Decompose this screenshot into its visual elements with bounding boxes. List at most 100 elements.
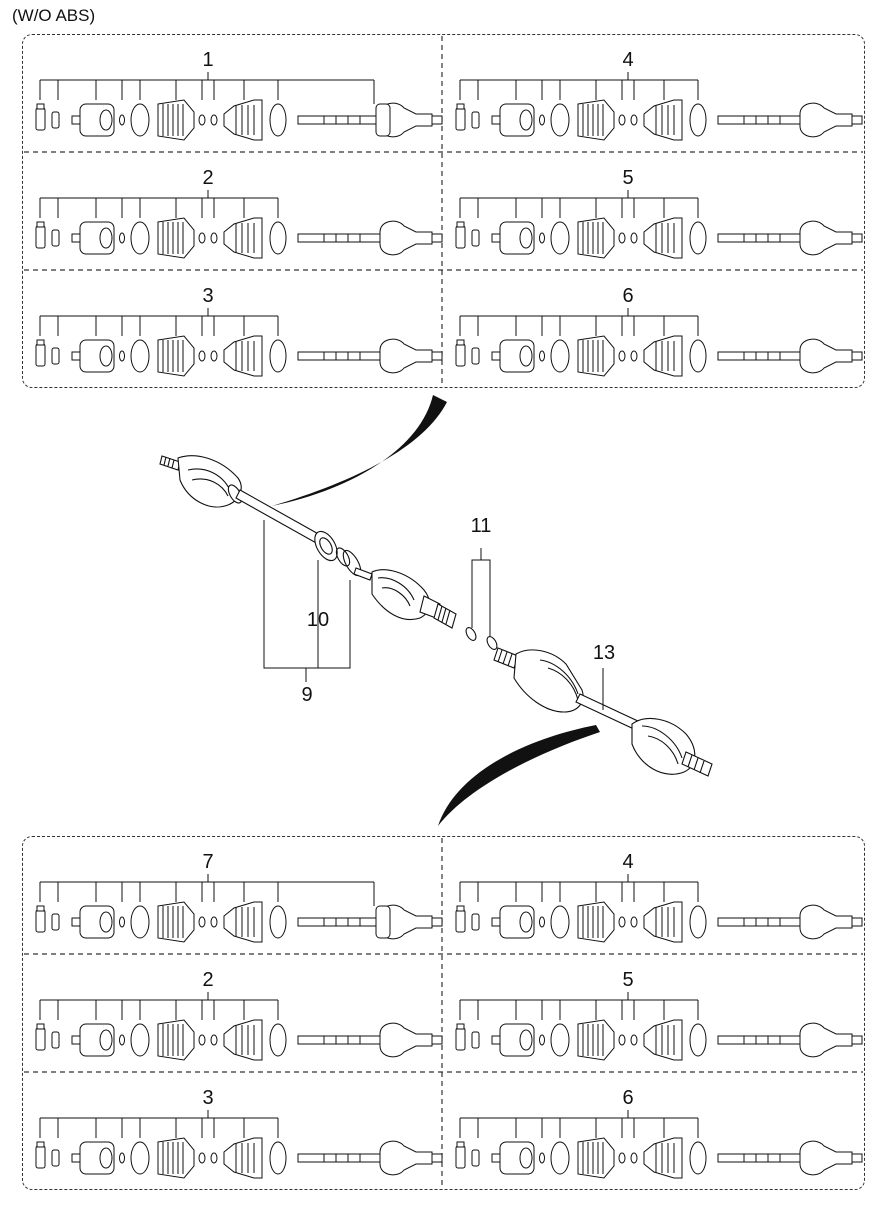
outer-cv-joint <box>799 1022 853 1058</box>
lower-shaft-13 <box>575 693 641 731</box>
end-cap-top <box>456 905 465 912</box>
pin <box>471 1149 480 1167</box>
axle-shaft <box>717 917 801 927</box>
small-ring <box>119 916 125 928</box>
outer-boot <box>643 901 683 943</box>
end-cap-top <box>36 1023 45 1030</box>
outer-boot <box>643 1137 683 1179</box>
boot <box>157 217 195 259</box>
outer-ring <box>689 905 707 939</box>
outer-boot <box>223 99 263 141</box>
variant-note: (W/O ABS) <box>12 6 96 25</box>
seal-ring <box>550 1141 570 1175</box>
bottom-panel-cell-3-ref: 2 <box>202 969 214 991</box>
axle-shaft <box>297 115 381 125</box>
outer-ring <box>269 103 287 137</box>
clamp <box>618 916 626 928</box>
outer-boot <box>643 335 683 377</box>
end-cap-top <box>456 103 465 110</box>
outer-ring <box>689 103 707 137</box>
stub-axle <box>431 351 443 361</box>
axle-shaft <box>297 1035 381 1045</box>
clamp <box>630 114 638 126</box>
outer-boot <box>223 217 263 259</box>
stub-axle <box>431 1035 443 1045</box>
boot <box>157 99 195 141</box>
axle-shaft <box>717 1153 801 1163</box>
housing-bore <box>519 911 533 933</box>
outer-boot <box>223 901 263 943</box>
axle-shaft <box>717 233 801 243</box>
stub-axle <box>851 351 863 361</box>
pin <box>51 1149 60 1167</box>
small-ring <box>119 1034 125 1046</box>
boot <box>157 1137 195 1179</box>
outer-cv-joint <box>799 220 853 256</box>
clamp <box>618 232 626 244</box>
stub <box>71 917 81 927</box>
flange <box>375 103 391 137</box>
pin <box>51 111 60 129</box>
housing-bore <box>99 227 113 249</box>
boot <box>157 1019 195 1061</box>
end-cap <box>35 107 46 131</box>
upper-link-arrow <box>272 395 447 506</box>
stub-axle <box>851 1153 863 1163</box>
boot <box>577 99 615 141</box>
clamp <box>618 114 626 126</box>
housing-bore <box>99 1029 113 1051</box>
bottom-panel-cell-4 <box>455 992 863 1061</box>
bottom-panel-cell-5-ref: 3 <box>202 1087 214 1109</box>
outer-cv-joint <box>379 338 433 374</box>
clamp <box>198 1034 206 1046</box>
end-cap <box>455 909 466 933</box>
stub <box>71 1153 81 1163</box>
end-cap-top <box>456 339 465 346</box>
top-panel-cell-1-ref: 1 <box>202 49 214 71</box>
clamp <box>630 1034 638 1046</box>
pin <box>471 1031 480 1049</box>
clamp <box>198 114 206 126</box>
outer-boot <box>223 1137 263 1179</box>
pin <box>51 913 60 931</box>
clamp <box>618 350 626 362</box>
end-cap <box>35 1145 46 1169</box>
housing-bore <box>99 911 113 933</box>
stub <box>71 1035 81 1045</box>
axle-shaft <box>297 233 381 243</box>
upper-shaft <box>235 489 323 545</box>
housing-bore <box>99 1147 113 1169</box>
axle-shaft <box>717 351 801 361</box>
callout-9: 9 <box>301 684 313 706</box>
end-cap <box>455 1027 466 1051</box>
axle-shaft <box>717 1035 801 1045</box>
small-ring <box>539 1152 545 1164</box>
seal-ring <box>550 103 570 137</box>
boot <box>577 1019 615 1061</box>
top-panel-dividers <box>24 36 863 386</box>
end-cap <box>455 1145 466 1169</box>
stub <box>491 1153 501 1163</box>
top-panel-cell-6 <box>455 308 863 377</box>
housing-bore <box>519 109 533 131</box>
end-cap-top <box>36 905 45 912</box>
seal-ring <box>130 1141 150 1175</box>
outer-ring <box>689 339 707 373</box>
clamp <box>210 1034 218 1046</box>
clamp <box>630 350 638 362</box>
pin <box>51 1031 60 1049</box>
pin <box>51 229 60 247</box>
bearing-ring-10 <box>314 530 338 562</box>
top-panel-cell-1 <box>35 72 443 141</box>
bottom-panel-cell-5 <box>35 1110 443 1179</box>
clamp <box>630 916 638 928</box>
small-ring <box>119 114 125 126</box>
outer-ring <box>269 339 287 373</box>
outer-cv-joint <box>379 220 433 256</box>
end-cap <box>35 909 46 933</box>
pin <box>471 347 480 365</box>
boot <box>157 901 195 943</box>
housing-bore <box>519 345 533 367</box>
parts-cells-layer <box>35 72 863 1179</box>
